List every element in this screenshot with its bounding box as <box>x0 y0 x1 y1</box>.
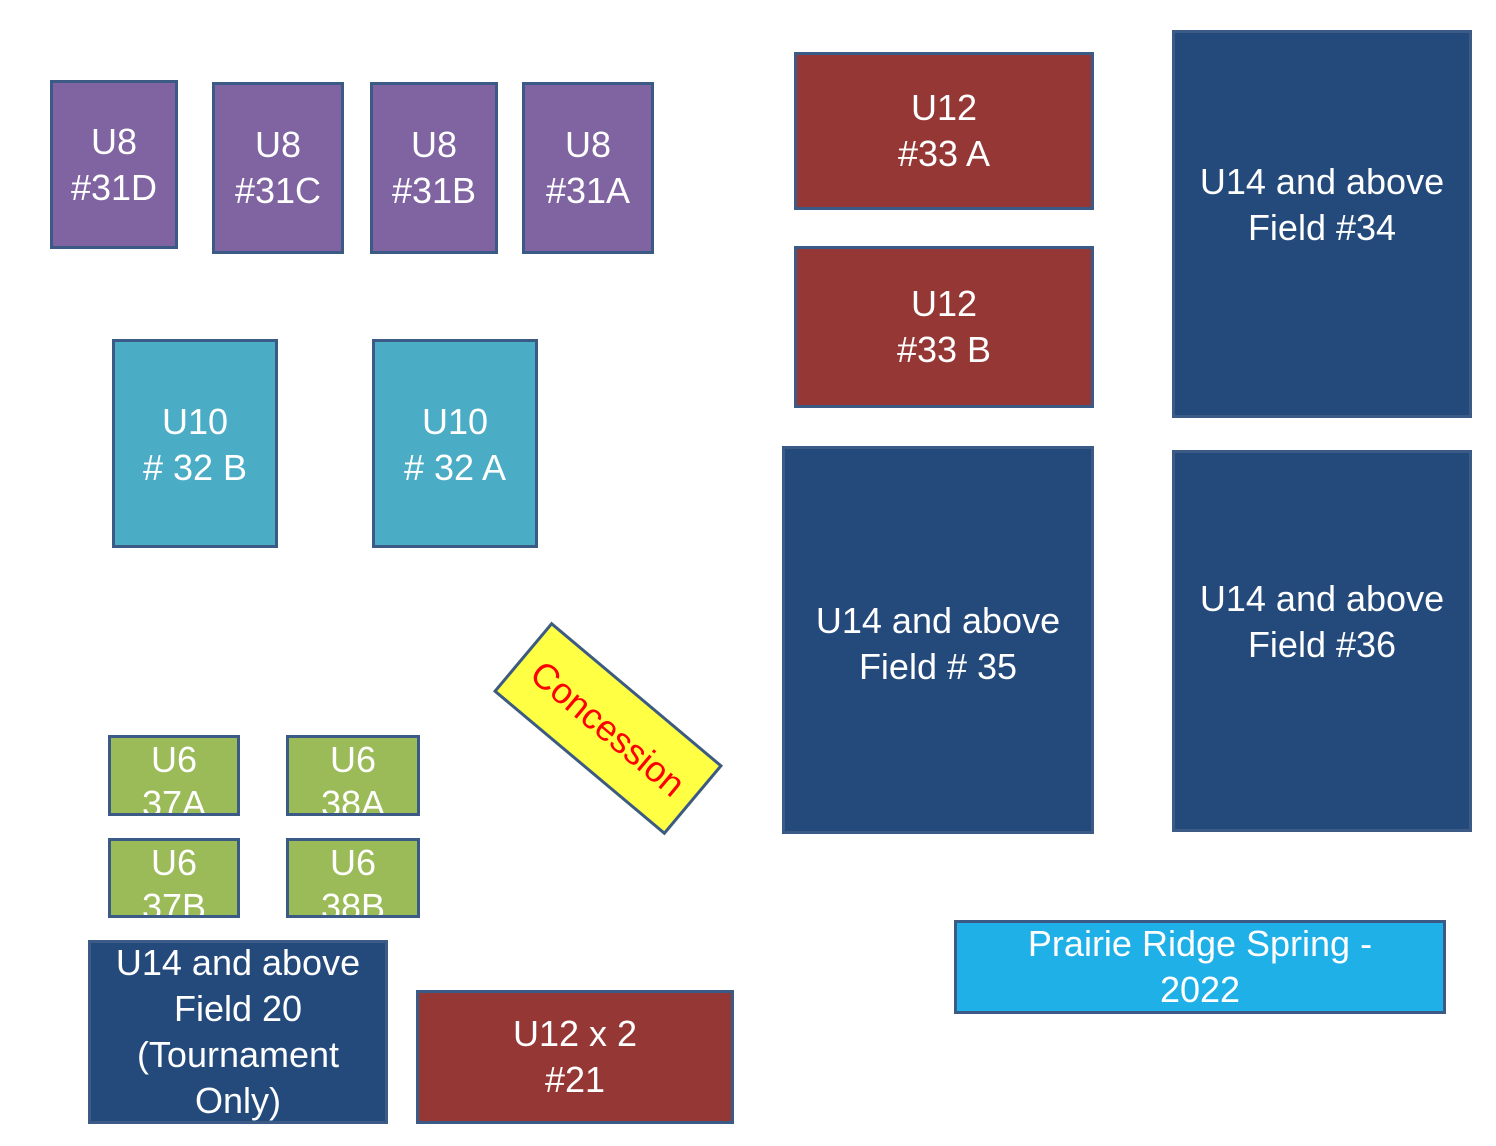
banner-line-1: Prairie Ridge Spring - <box>1027 923 1373 964</box>
field-u12-33a: U12 #33 A <box>794 52 1094 210</box>
field-u6-37b: U6 37B <box>108 838 240 918</box>
field-number-label: #33 B <box>896 329 992 370</box>
banner-line-2: 2022 <box>1159 969 1241 1010</box>
field-u6-38a: U6 38A <box>286 735 420 816</box>
field-age-label: U8 <box>410 124 458 165</box>
field-age-label: U12 <box>910 283 978 324</box>
field-age-label: U6 <box>150 842 198 883</box>
field-number-label: Field # 35 <box>858 646 1018 687</box>
field-number-label: #31C <box>234 170 322 211</box>
field-age-label: U14 and above <box>815 600 1061 641</box>
field-u12-33b: U12 #33 B <box>794 246 1094 408</box>
field-number-label: #31D <box>70 166 158 208</box>
field-u14-36: U14 and above Field #36 <box>1172 450 1472 832</box>
field-u8-31b: U8 #31B <box>370 82 498 254</box>
field-age-label: U10 <box>421 401 489 442</box>
field-age-label: U8 <box>254 124 302 165</box>
field-u8-31a: U8 #31A <box>522 82 654 254</box>
field-number-label: 38B <box>320 886 386 918</box>
field-note-label: Only) <box>194 1080 281 1121</box>
field-number-label: Field #36 <box>1247 624 1397 665</box>
field-age-label: U14 and above <box>1199 161 1445 202</box>
field-age-label: U10 <box>161 401 229 442</box>
field-u8-31d: U8 #31D <box>50 80 178 249</box>
concession-label: Concession <box>523 651 694 805</box>
field-age-label: U6 <box>150 739 198 780</box>
field-number-label: #31A <box>545 170 631 211</box>
concession-stand: Concession <box>492 621 724 836</box>
field-number-label: #31B <box>391 170 477 211</box>
field-u14-35: U14 and above Field # 35 <box>782 446 1094 834</box>
field-age-label: U6 <box>329 842 377 883</box>
field-age-label: U8 <box>564 124 612 165</box>
map-title-banner: Prairie Ridge Spring - 2022 <box>954 920 1446 1014</box>
field-number-label: 37A <box>141 783 207 816</box>
field-age-label: U12 <box>910 87 978 128</box>
field-age-label: U12 x 2 <box>512 1013 638 1054</box>
field-number-label: Field #34 <box>1247 207 1397 248</box>
field-u6-37a: U6 37A <box>108 735 240 816</box>
field-number-label: #33 A <box>897 133 991 174</box>
field-number-label: 37B <box>141 886 207 918</box>
field-age-label: U6 <box>329 739 377 780</box>
field-number-label: 38A <box>320 783 386 816</box>
field-u8-31c: U8 #31C <box>212 82 344 254</box>
field-age-label: U14 and above <box>1199 578 1445 619</box>
field-u12-21: U12 x 2 #21 <box>416 990 734 1124</box>
field-number-label: # 32 B <box>142 447 248 488</box>
field-u10-32b: U10 # 32 B <box>112 339 278 548</box>
field-age-label: U8 <box>90 120 138 162</box>
field-u10-32a: U10 # 32 A <box>372 339 538 548</box>
field-u14-20: U14 and above Field 20 (Tournament Only) <box>88 940 388 1124</box>
field-number-label: Field 20 <box>173 988 303 1029</box>
field-u14-34: U14 and above Field #34 <box>1172 30 1472 418</box>
field-age-label: U14 and above <box>115 942 361 983</box>
field-u6-38b: U6 38B <box>286 838 420 918</box>
field-number-label: # 32 A <box>403 447 507 488</box>
field-number-label: #21 <box>544 1059 606 1100</box>
field-note-label: (Tournament <box>136 1034 340 1075</box>
